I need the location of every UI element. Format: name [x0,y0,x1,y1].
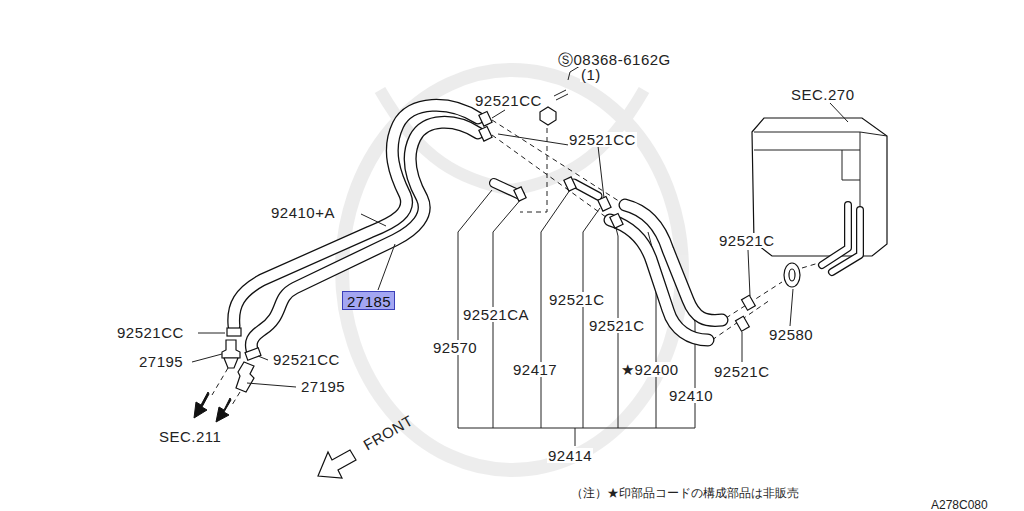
section-ref: SEC.211 [158,429,222,444]
callout-number: 92410 [668,388,714,403]
callout-number: 92414 [547,448,593,463]
callout-number: 92521CC [116,325,185,340]
callout-number: ★92400 [620,362,680,377]
highlighted-part: 27185 [342,291,395,310]
diagram-code: A278C080 [930,499,989,511]
callout-number: 92521CA [462,307,530,322]
callout-number: 92570 [432,340,478,355]
callout-number: 92410+A [270,205,336,220]
callout-number: 92580 [768,327,814,342]
callout-number: 27185 [347,294,390,309]
part-number: Ⓢ08368-6162G [557,52,672,67]
quantity: (1) [580,67,602,82]
callout-number: 92521CC [568,132,637,147]
note-text: （注）★印部品コードの構成部品は非販売 [570,487,800,499]
callout-number: 27195 [300,379,346,394]
callout-number: 92521C [548,292,606,307]
callout-number: 92521CC [272,352,341,367]
callout-number: 92521C [718,233,776,248]
section-ref: SEC.270 [790,87,856,102]
callout-number: 92521CC [474,93,543,108]
callout-number: 92417 [512,362,558,377]
callout-number: 92521C [588,318,646,333]
callout-number: 92521C [713,364,771,379]
callout-number: 27195 [138,354,184,369]
